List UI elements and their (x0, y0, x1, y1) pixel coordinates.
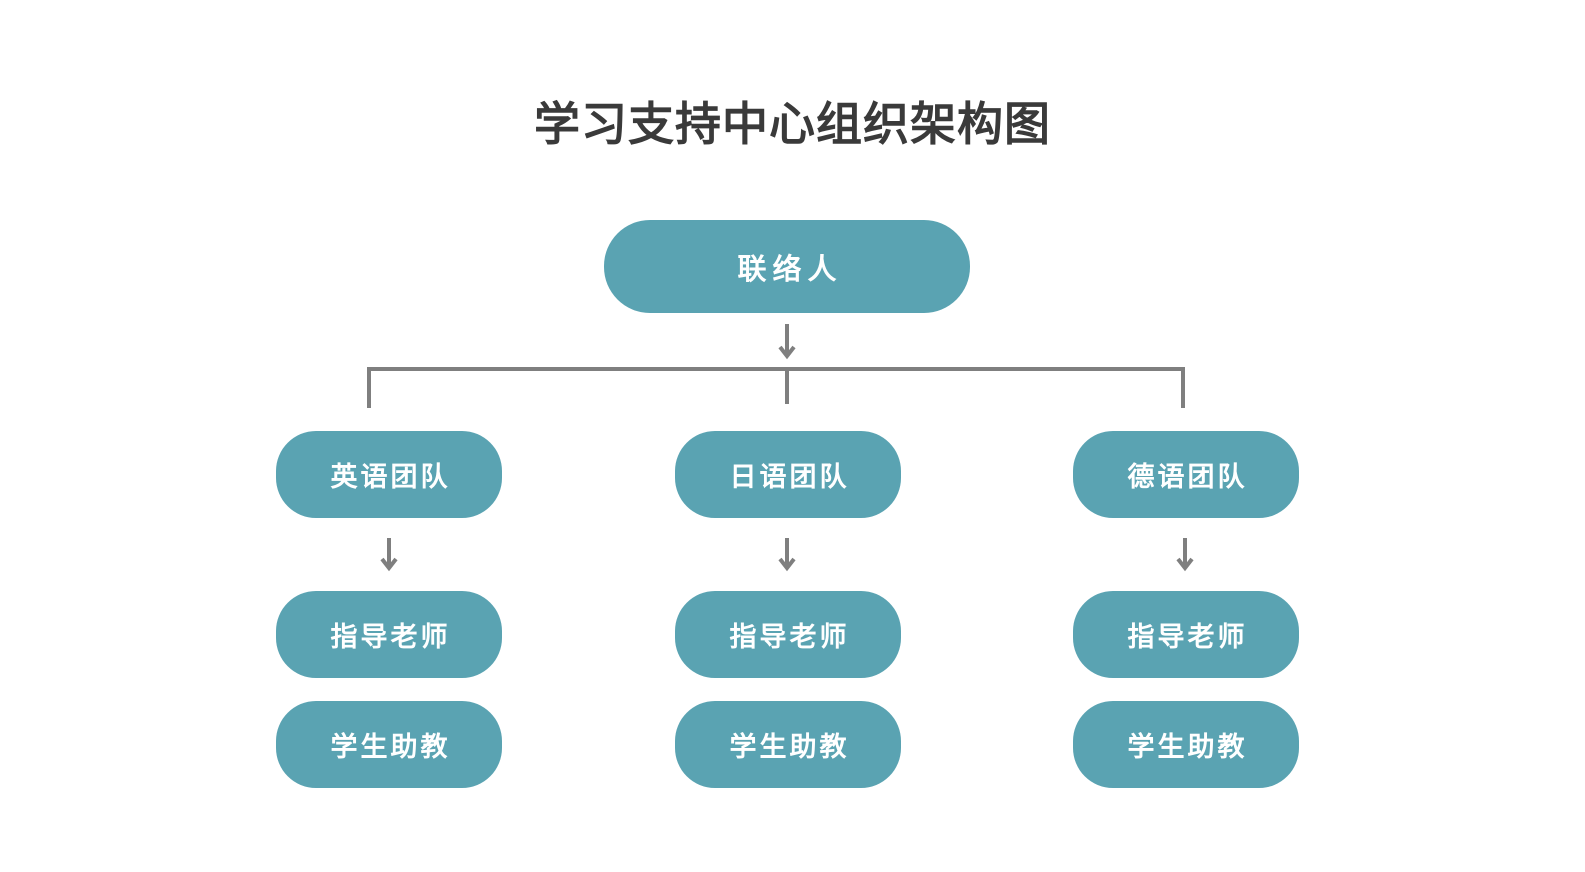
root-arrow-head (778, 345, 796, 360)
english-teacher-node: 指导老师 (276, 591, 502, 678)
german-teacher-node: 指导老师 (1073, 591, 1299, 678)
team-node-english: 英语团队 (276, 431, 502, 518)
arrow-head-col-2 (778, 557, 796, 572)
arrow-head-col-1 (380, 557, 398, 572)
page-title: 学习支持中心组织架构图 (534, 97, 1051, 151)
german-student-ta-node: 学生助教 (1073, 701, 1299, 788)
japanese-student-ta-node: 学生助教 (675, 701, 901, 788)
team-node-japanese: 日语团队 (675, 431, 901, 518)
arrow-head-col-3 (1176, 557, 1194, 572)
branch-bracket (367, 367, 1185, 408)
root-node-contact: 联络人 (604, 220, 970, 313)
english-student-ta-node: 学生助教 (276, 701, 502, 788)
japanese-teacher-node: 指导老师 (675, 591, 901, 678)
team-node-german: 德语团队 (1073, 431, 1299, 518)
